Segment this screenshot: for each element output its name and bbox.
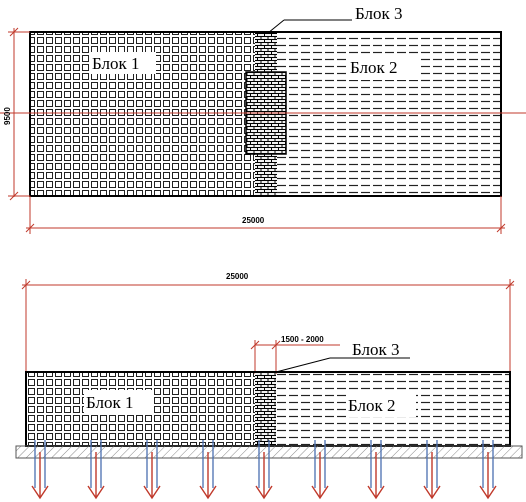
section-dim-width: 25000 (21, 272, 515, 372)
load-arrow-icon (479, 452, 497, 500)
plan-dim-height-text: 9500 (3, 107, 12, 125)
load-arrow-icon (311, 452, 329, 500)
plan-block2-label: Блок 2 (350, 58, 398, 77)
load-arrow-icon (367, 452, 385, 500)
section-view: 25000 1500 - 2000 Блок 1 Блок 2 Блок 3 (15, 272, 523, 500)
plan-outline (29, 31, 502, 197)
section-block3-leader (275, 357, 331, 373)
pile-row (31, 440, 497, 500)
plan-block1-label: Блок 1 (92, 54, 140, 73)
plan-block3-leader (267, 19, 285, 34)
load-arrow-icon (255, 452, 273, 500)
pile-icon (370, 440, 382, 488)
pile-icon (426, 440, 438, 488)
load-arrow-icon (199, 452, 217, 500)
pile-icon (90, 440, 102, 488)
plan-dim-height: 9500 (3, 27, 30, 201)
plan-dim-width-text: 25000 (242, 216, 265, 225)
load-arrow-icon (31, 452, 49, 500)
pile-icon (202, 440, 214, 488)
section-dim-gap: 1500 - 2000 (250, 335, 340, 374)
plan-view: Блок 1 Блок 2 Блок 3 9500 25000 (0, 4, 526, 234)
section-block3-strip (255, 372, 276, 446)
load-arrow-icon (423, 452, 441, 500)
load-arrow-icon (143, 452, 161, 500)
load-arrow-icon (87, 452, 105, 500)
section-dim-gap-text: 1500 - 2000 (281, 335, 324, 344)
section-block3-label: Блок 3 (352, 340, 400, 359)
section-dim-width-text: 25000 (226, 272, 249, 281)
pile-icon (482, 440, 494, 488)
pile-icon (34, 440, 46, 488)
plan-block3-label: Блок 3 (355, 4, 403, 23)
plan-dim-width: 25000 (25, 196, 506, 234)
pile-icon (146, 440, 158, 488)
section-block1-label: Блок 1 (86, 393, 134, 412)
pile-icon (258, 440, 270, 488)
section-block2-label: Блок 2 (348, 396, 396, 415)
pile-icon (314, 440, 326, 488)
